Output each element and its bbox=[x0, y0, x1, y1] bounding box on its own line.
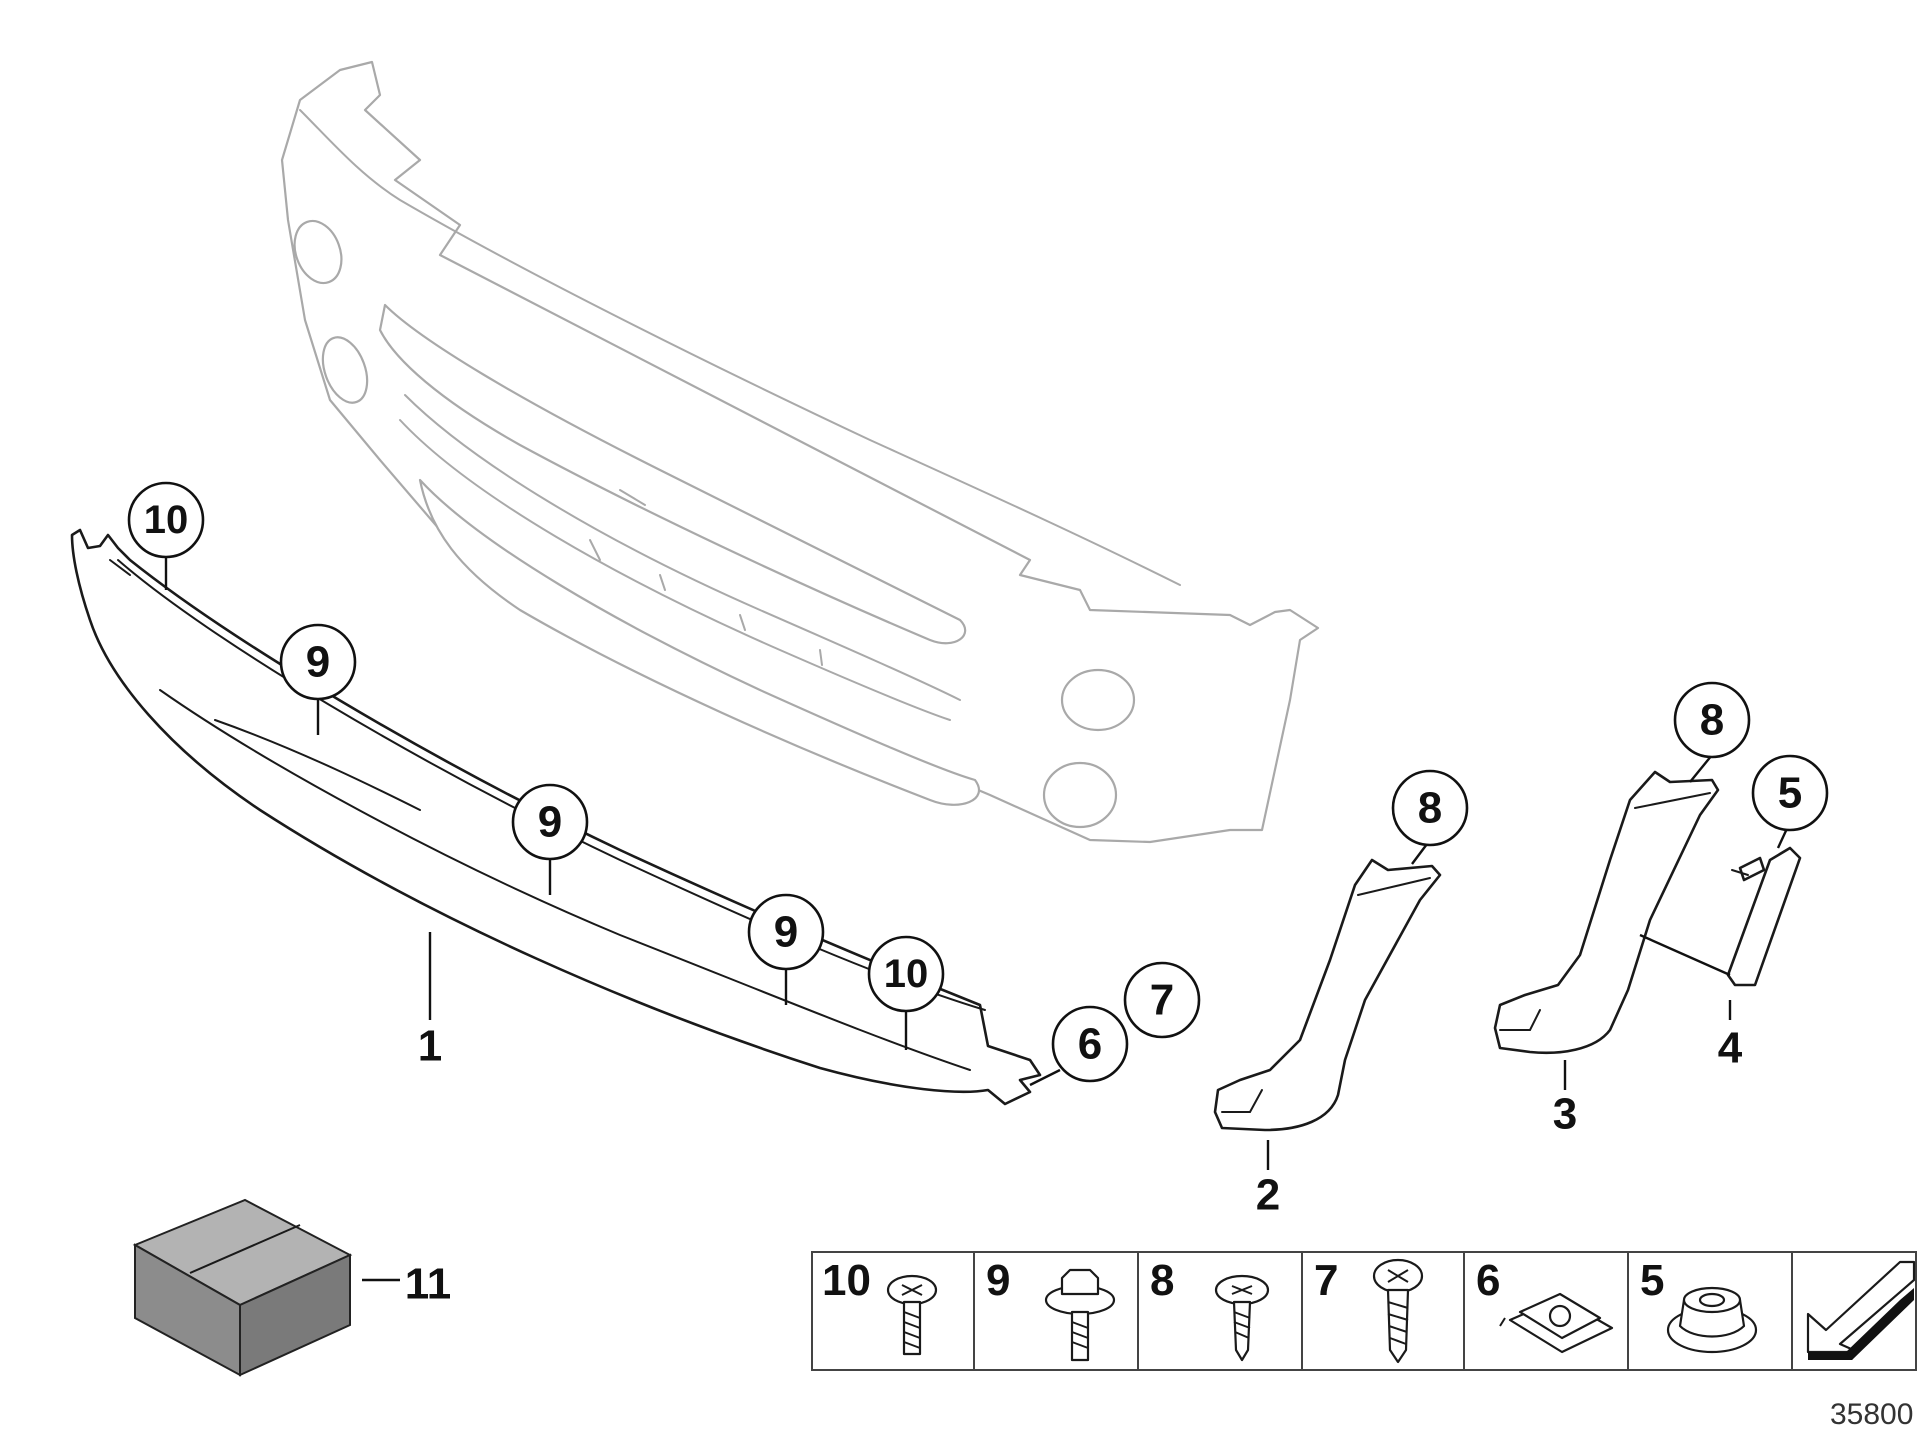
kit-box bbox=[132, 1198, 353, 1377]
clip-nut-icon bbox=[1499, 1292, 1614, 1354]
bumper-cover-context bbox=[280, 60, 1320, 844]
hardware-number: 7 bbox=[1314, 1256, 1338, 1305]
left-trim-bracket bbox=[1213, 858, 1442, 1132]
callout-label: 5 bbox=[1778, 769, 1802, 818]
callout-bubble-9-b: 9 bbox=[511, 783, 589, 861]
callout-bubble-10-left: 10 bbox=[127, 481, 205, 559]
part-number-11: 11 bbox=[405, 1260, 452, 1309]
hardware-number: 6 bbox=[1476, 1256, 1500, 1305]
hex-bolt-icon bbox=[1044, 1268, 1116, 1362]
callout-label: 7 bbox=[1150, 976, 1174, 1025]
callout-label: 9 bbox=[306, 638, 330, 687]
callout-bubble-8-b: 8 bbox=[1673, 681, 1751, 759]
hardware-number: 5 bbox=[1640, 1256, 1664, 1305]
part-number-2: 2 bbox=[1256, 1171, 1280, 1220]
screw-icon bbox=[886, 1274, 938, 1356]
callout-bubble-5: 5 bbox=[1751, 754, 1829, 832]
callout-label: 9 bbox=[538, 798, 562, 847]
screw-icon bbox=[1214, 1274, 1270, 1362]
grommet-icon bbox=[1666, 1286, 1758, 1354]
side-trim-strip bbox=[1726, 846, 1802, 987]
callout-bubble-9-a: 9 bbox=[279, 623, 357, 701]
right-trim-bracket bbox=[1493, 770, 1720, 1055]
part-number-3: 3 bbox=[1553, 1090, 1577, 1139]
hardware-number: 8 bbox=[1150, 1256, 1174, 1305]
callout-bubble-7: 7 bbox=[1123, 961, 1201, 1039]
hardware-cell-6: 6 bbox=[1476, 1256, 1614, 1354]
callout-bubble-8-a: 8 bbox=[1391, 769, 1469, 847]
hardware-cell-5: 5 bbox=[1640, 1256, 1758, 1354]
drawing-number: 35800 bbox=[1830, 1398, 1913, 1431]
callout-bubble-6: 6 bbox=[1051, 1005, 1129, 1083]
part-number-4: 4 bbox=[1718, 1024, 1743, 1073]
callout-bubble-10-right: 10 bbox=[867, 935, 945, 1013]
callout-label: 8 bbox=[1700, 696, 1724, 745]
hardware-cell-9: 9 bbox=[986, 1256, 1116, 1362]
screw-icon bbox=[1372, 1258, 1424, 1364]
hardware-cell-7: 7 bbox=[1314, 1256, 1424, 1364]
callout-label: 9 bbox=[774, 908, 798, 957]
hardware-number: 9 bbox=[986, 1256, 1010, 1305]
hardware-cell-10: 10 bbox=[822, 1256, 938, 1356]
hardware-number: 10 bbox=[822, 1256, 871, 1305]
callout-label: 10 bbox=[884, 952, 929, 996]
callout-label: 8 bbox=[1418, 784, 1442, 833]
hardware-cell-8: 8 bbox=[1150, 1256, 1270, 1362]
direction-arrow-icon bbox=[1806, 1260, 1916, 1360]
callout-bubble-9-c: 9 bbox=[747, 893, 825, 971]
part-number-1: 1 bbox=[418, 1022, 442, 1071]
hardware-table: 10 9 8 bbox=[811, 1251, 1917, 1371]
callout-label: 6 bbox=[1078, 1020, 1102, 1069]
callout-label: 10 bbox=[144, 498, 189, 542]
hardware-cell-arrow bbox=[1806, 1260, 1916, 1360]
